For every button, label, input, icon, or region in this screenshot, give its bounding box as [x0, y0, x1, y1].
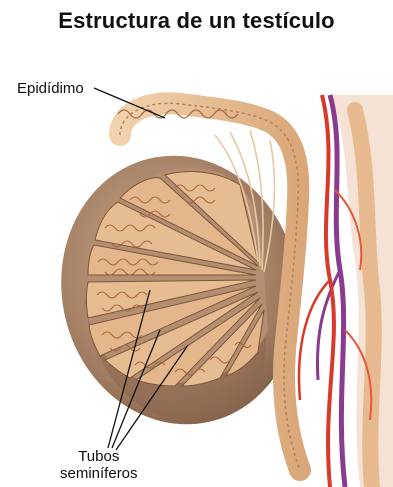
vein-branch: [317, 270, 340, 380]
label-tubules-line2: seminíferos: [60, 465, 138, 482]
artery-branch-1: [299, 280, 330, 400]
spermatic-cord: [299, 95, 393, 487]
artery-main: [322, 95, 334, 487]
label-epididymis: Epidídimo: [17, 80, 84, 97]
label-tubules-line1: Tubos: [60, 448, 138, 465]
label-seminiferous-tubules: Tubos seminíferos: [60, 448, 138, 482]
